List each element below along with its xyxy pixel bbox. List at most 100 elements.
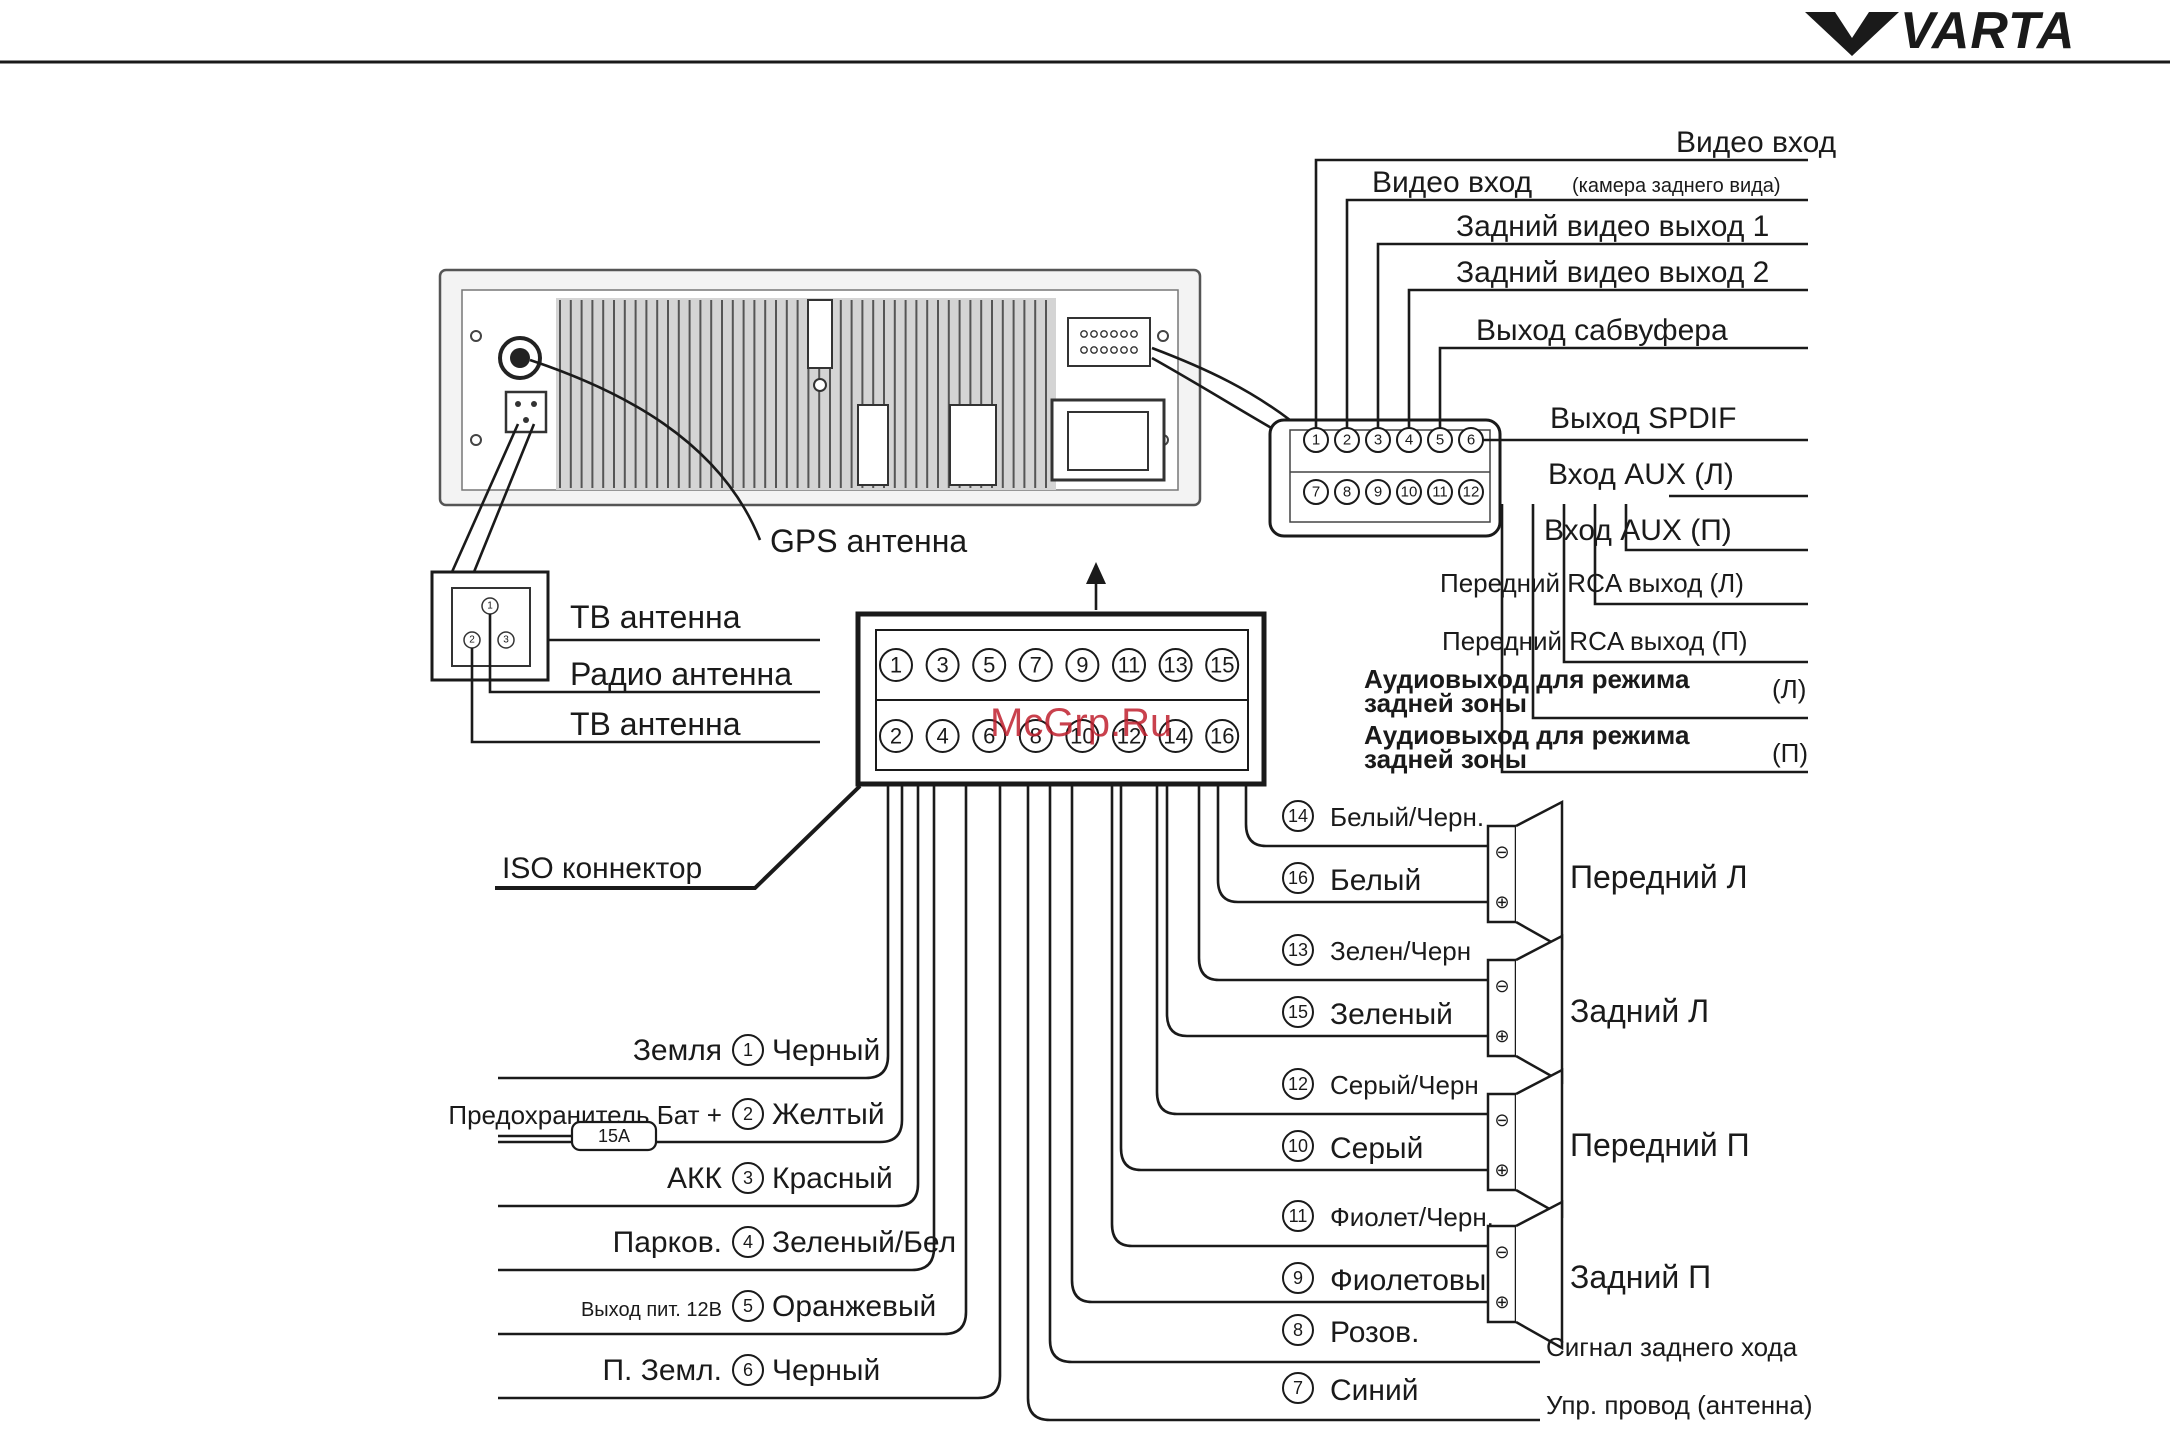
speaker-pos-pin: 9 bbox=[1282, 1262, 1314, 1294]
pin-number: 4 bbox=[743, 1232, 753, 1252]
speaker-name: Передний П bbox=[1570, 1127, 1750, 1163]
varta-logo: VARTA bbox=[1805, 2, 2074, 60]
pin-number: 9 bbox=[1293, 1268, 1303, 1288]
iso-pin-14: 14 bbox=[1158, 719, 1193, 753]
pin-number: 11 bbox=[1118, 653, 1141, 678]
speaker-pos-color: Фиолетовый bbox=[1330, 1264, 1503, 1297]
rca-pin-2: 2 bbox=[1334, 427, 1360, 453]
pin-number: 8 bbox=[1293, 1320, 1303, 1340]
rca-pin-6: 6 bbox=[1458, 427, 1484, 453]
wire-pin-circle: 8 bbox=[1282, 1314, 1314, 1346]
pin-number: 1 bbox=[1312, 432, 1320, 449]
wire-color-label: Синий bbox=[1330, 1374, 1419, 1407]
pin-number: 2 bbox=[890, 724, 902, 749]
speaker-neg-icon: ⊖ bbox=[1494, 1110, 1509, 1130]
rca-label-aux-l: Вход AUX (Л) bbox=[1548, 458, 1734, 491]
wire-name-label: Земля bbox=[633, 1034, 722, 1067]
wire-color-label: Черный bbox=[772, 1354, 880, 1387]
speaker-pos-icon: ⊕ bbox=[1494, 1160, 1509, 1180]
rca-label-rear-zone-1b: задней зоны bbox=[1364, 688, 1527, 718]
speaker-icon: ⊖⊕ bbox=[1486, 1199, 1564, 1351]
pin-number: 12 bbox=[1288, 1074, 1308, 1094]
wire-color-label: Красный bbox=[772, 1162, 893, 1195]
wire-color-label: Оранжевый bbox=[772, 1290, 936, 1323]
pin-number: 11 bbox=[1432, 484, 1448, 501]
wire-function-label: Упр. провод (антенна) bbox=[1546, 1390, 1813, 1420]
rca-leader-aux-l: Вход AUX (Л) bbox=[1548, 458, 1808, 498]
rca-pin-9: 9 bbox=[1365, 479, 1391, 505]
radio-antenna-label: Радио антенна bbox=[570, 656, 792, 692]
svg-text:1: 1 bbox=[487, 601, 493, 612]
rca-leader-front-l: Передний RCA выход (Л) bbox=[1440, 504, 1808, 606]
rca-leader-sub_out: Выход сабвуфера bbox=[1438, 314, 1808, 428]
iso-pin-10: 10 bbox=[1065, 719, 1100, 753]
wire-pin-circle: 1 bbox=[732, 1034, 764, 1066]
speaker-neg-color: Серый/Черн bbox=[1330, 1070, 1479, 1100]
fuse-icon: 15A bbox=[498, 1120, 658, 1152]
rca-label-front-r: Передний RCA выход (П) bbox=[1442, 626, 1747, 656]
wire-pin-circle: 4 bbox=[732, 1226, 764, 1258]
rca-pin-8: 8 bbox=[1334, 479, 1360, 505]
iso-pin-1: 1 bbox=[879, 648, 913, 682]
pin-number: 1 bbox=[743, 1040, 753, 1060]
rca-pin-1: 1 bbox=[1303, 427, 1329, 453]
iso-pin-13: 13 bbox=[1158, 648, 1193, 682]
iso-pin-16: 16 bbox=[1205, 719, 1240, 753]
rca-label-video_in_cam: Видео вход bbox=[1372, 166, 1532, 199]
pin-number: 9 bbox=[1374, 484, 1382, 501]
wire-pin-circle: 2 bbox=[732, 1098, 764, 1130]
pin-number: 9 bbox=[1076, 653, 1088, 678]
pin-number: 6 bbox=[1467, 432, 1475, 449]
iso-pin-4: 4 bbox=[925, 719, 960, 753]
antenna-socket bbox=[504, 390, 548, 434]
speaker-name: Передний Л bbox=[1570, 859, 1748, 895]
rca-leader-video_in: Видео вход bbox=[1314, 126, 1836, 428]
rca-leader-spdif: Выход SPDIF bbox=[1483, 402, 1808, 442]
iso-leader-line bbox=[495, 784, 862, 890]
tv-antenna-label-2: ТВ антенна bbox=[570, 706, 741, 742]
rca-socket bbox=[1067, 317, 1151, 367]
iso-pin-3: 3 bbox=[925, 648, 960, 682]
pin-number: 15 bbox=[1210, 653, 1234, 678]
iso-pin-5: 5 bbox=[972, 648, 1007, 682]
pin-number: 3 bbox=[936, 653, 948, 678]
rca-pin-12: 12 bbox=[1458, 479, 1484, 505]
iso-pin-15: 15 bbox=[1205, 648, 1240, 682]
speaker-name: Задний П bbox=[1570, 1259, 1711, 1295]
rca-label-video_in_cam_note: (камера заднего вида) bbox=[1572, 175, 1781, 197]
rca-label-rear-zone-l: (Л) bbox=[1772, 674, 1806, 704]
pin-number: 13 bbox=[1163, 653, 1187, 678]
pin-number: 10 bbox=[1401, 484, 1418, 501]
pin-number: 14 bbox=[1163, 724, 1187, 749]
rca-pin-4: 4 bbox=[1396, 427, 1422, 453]
pin-number: 14 bbox=[1288, 806, 1308, 826]
wire-name-label: Выход пит. 12В bbox=[581, 1299, 722, 1321]
speaker-pos-pin: 16 bbox=[1282, 862, 1314, 894]
speaker-neg-icon: ⊖ bbox=[1494, 842, 1509, 862]
gps-antenna-label: GPS антенна bbox=[770, 523, 967, 559]
pin-number: 7 bbox=[1312, 484, 1320, 501]
pin-number: 2 bbox=[743, 1104, 753, 1124]
pin-number: 7 bbox=[1030, 653, 1042, 678]
pin-number: 1 bbox=[890, 653, 902, 678]
speaker-pos-color: Белый bbox=[1330, 864, 1421, 897]
pin-number: 7 bbox=[1293, 1378, 1303, 1398]
pin-number: 10 bbox=[1070, 724, 1094, 749]
speaker-neg-pin: 12 bbox=[1282, 1068, 1314, 1100]
antenna-block: 1 2 3 ТВ антенна Радио антенна ТВ антенн… bbox=[430, 423, 820, 744]
speaker-pos-color: Серый bbox=[1330, 1132, 1423, 1165]
rca-label-aux-r: Вход AUX (П) bbox=[1544, 514, 1732, 547]
speaker-neg-pin: 13 bbox=[1282, 934, 1314, 966]
speaker-neg-icon: ⊖ bbox=[1494, 976, 1509, 996]
rca-label-sub_out: Выход сабвуфера bbox=[1476, 314, 1728, 347]
wire-pin-7: 7 Синий Упр. провод (антенна) bbox=[1026, 786, 1813, 1422]
rca-pin-10: 10 bbox=[1396, 479, 1422, 505]
wire-color-label: Черный bbox=[772, 1034, 880, 1067]
